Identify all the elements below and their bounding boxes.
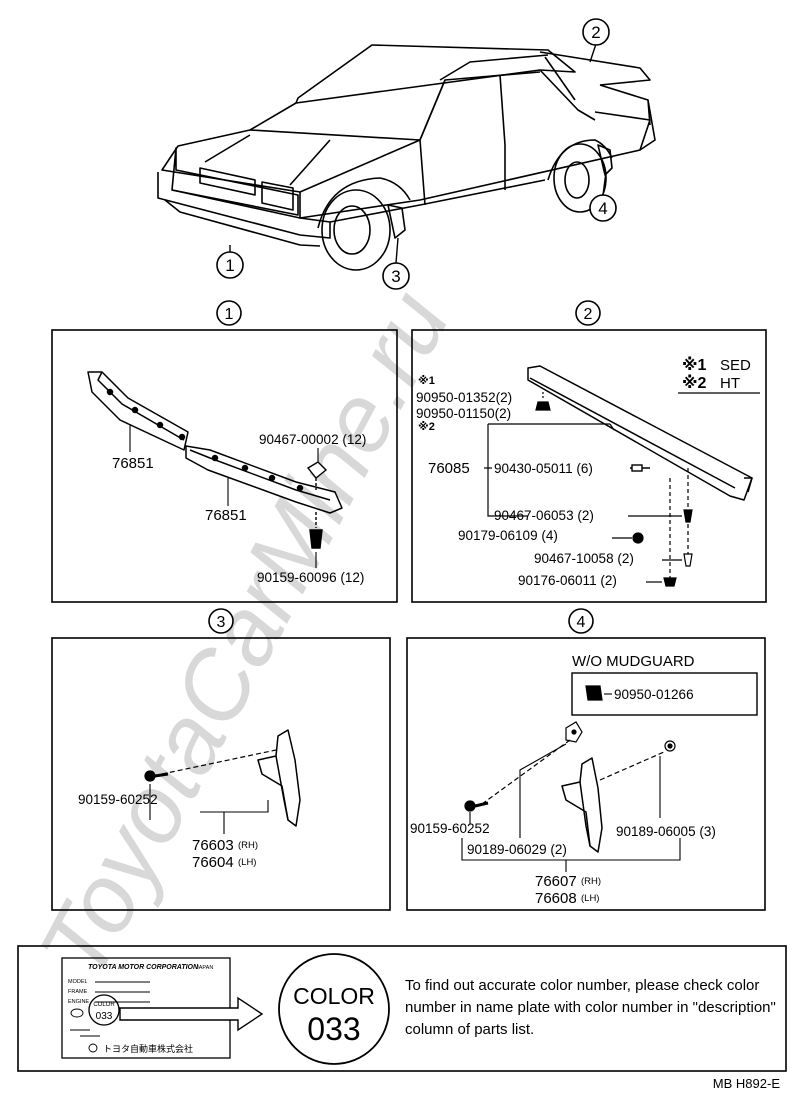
color-note-box: TOYOTA MOTOR CORPORATION JAPAN MODEL FRA… bbox=[17, 945, 787, 1072]
svg-text:1: 1 bbox=[225, 306, 234, 323]
callout-3-car: 3 bbox=[382, 262, 410, 290]
screw-icon bbox=[309, 512, 323, 549]
callout-1-car: 1 bbox=[216, 251, 244, 279]
part-mudguard-rh: 76603 bbox=[192, 837, 234, 854]
plate-color: COLOR bbox=[93, 1002, 115, 1008]
part-mudguard-lh: 76604 bbox=[192, 854, 234, 871]
svg-text:3: 3 bbox=[217, 614, 226, 631]
color-note-text: To find out accurate color number, pleas… bbox=[405, 977, 776, 1038]
badge-code: 033 bbox=[307, 1011, 360, 1047]
plate-model: MODEL bbox=[68, 979, 88, 985]
svg-text:4: 4 bbox=[577, 614, 586, 631]
front-spoiler-part bbox=[87, 371, 343, 514]
callout-3-panel: 3 bbox=[208, 608, 234, 634]
svg-text:3: 3 bbox=[391, 267, 400, 286]
panel-mudguard-with: 3 90159-60252 76603 (RH) 76604 (LH) bbox=[51, 608, 391, 911]
callout-2-car: 2 bbox=[582, 18, 610, 46]
part-76851-upper: 76851 bbox=[112, 455, 154, 472]
part-spoiler-76085: 76085 bbox=[428, 460, 470, 477]
part-screw: 90159-60096 (12) bbox=[257, 570, 364, 585]
svg-text:2: 2 bbox=[591, 23, 600, 42]
car-illustration bbox=[157, 44, 656, 271]
part-clip: 90467-00002 (12) bbox=[259, 432, 366, 447]
screw-icon-p3 bbox=[144, 770, 169, 782]
grommet-icon bbox=[630, 464, 650, 472]
clip-icon bbox=[306, 461, 328, 490]
panel-rear-spoiler: 2 ※1 SED ※2 HT ※1 ※2 90950-01352(2) 9095… bbox=[411, 300, 767, 603]
part-mudguard-rh-suffix-p4: (RH) bbox=[581, 876, 601, 887]
clip-icon-p4 bbox=[565, 721, 676, 752]
part-mudguard-lh-suffix-p4: (LH) bbox=[581, 893, 599, 904]
part-mudguard-rh-suffix: (RH) bbox=[238, 840, 258, 851]
part-clip-06053: 90467-06053 (2) bbox=[494, 508, 594, 523]
screw-icon-p4 bbox=[464, 800, 489, 812]
callout-4-car: 4 bbox=[589, 194, 617, 222]
panel-front-spoiler: 1 76851 76851 bbox=[51, 300, 398, 603]
panel-mudguard-wo: 4 W/O MUDGUARD 90950-01266 bbox=[406, 608, 766, 911]
plate-country: JAPAN bbox=[196, 965, 213, 971]
part-screw-60252-p4: 90159-60252 bbox=[410, 821, 490, 836]
legend-ht-mark: ※2 bbox=[682, 374, 707, 392]
callout-2-panel: 2 bbox=[575, 300, 601, 326]
mark-sed: ※1 bbox=[418, 375, 435, 387]
svg-text:4: 4 bbox=[598, 199, 607, 218]
part-mudguard-lh-suffix: (LH) bbox=[238, 857, 256, 868]
part-nut-01150: 90950-01150(2) bbox=[416, 406, 511, 421]
mudguard-part bbox=[257, 729, 301, 827]
svg-text:2: 2 bbox=[584, 306, 593, 323]
svg-text:1: 1 bbox=[225, 256, 234, 275]
color-badge bbox=[278, 953, 390, 1065]
part-mudguard-lh-p4: 76608 bbox=[535, 890, 577, 907]
fastener-icons bbox=[632, 509, 693, 587]
plate-frame: FRAME bbox=[68, 989, 88, 995]
part-nut-06109: 90179-06109 (4) bbox=[458, 528, 558, 543]
part-clip-10058: 90467-10058 (2) bbox=[534, 551, 634, 566]
legend-ht: HT bbox=[720, 375, 740, 392]
legend-sed-mark: ※1 bbox=[682, 356, 707, 374]
plate-maker: トヨタ自動車株式会社 bbox=[103, 1043, 193, 1054]
part-grommet: 90430-05011 (6) bbox=[494, 461, 593, 476]
badge-title: COLOR bbox=[293, 983, 375, 1009]
mark-ht: ※2 bbox=[418, 421, 435, 433]
arrow-icon bbox=[119, 996, 264, 1032]
part-screw-60252: 90159-60252 bbox=[78, 792, 158, 807]
plate-engine: ENGINE bbox=[68, 999, 89, 1005]
part-76851-lower: 76851 bbox=[205, 507, 247, 524]
part-clip-06005: 90189-06005 (3) bbox=[616, 824, 716, 839]
part-nut-06011: 90176-06011 (2) bbox=[518, 573, 617, 588]
nut-icon bbox=[535, 392, 551, 411]
part-clip-06029: 90189-06029 (2) bbox=[467, 842, 567, 857]
plate-company: TOYOTA MOTOR CORPORATION bbox=[88, 964, 199, 971]
callout-4-panel: 4 bbox=[568, 608, 594, 634]
mudguard-part-p4 bbox=[561, 757, 603, 853]
part-plug: 90950-01266 bbox=[614, 687, 694, 702]
callout-1-panel: 1 bbox=[216, 300, 242, 326]
watermark: ToyotaCarMine.ru bbox=[19, 274, 470, 995]
plug-icon bbox=[585, 685, 603, 701]
part-nut-01352: 90950-01352(2) bbox=[416, 390, 512, 405]
legend-sed: SED bbox=[720, 357, 751, 374]
part-mudguard-rh-p4: 76607 bbox=[535, 873, 577, 890]
wo-mudguard-title: W/O MUDGUARD bbox=[572, 653, 695, 670]
plate-color-code: 033 bbox=[96, 1011, 113, 1022]
rear-spoiler-part bbox=[527, 365, 753, 501]
figure-code: MB H892-E bbox=[712, 1076, 780, 1091]
